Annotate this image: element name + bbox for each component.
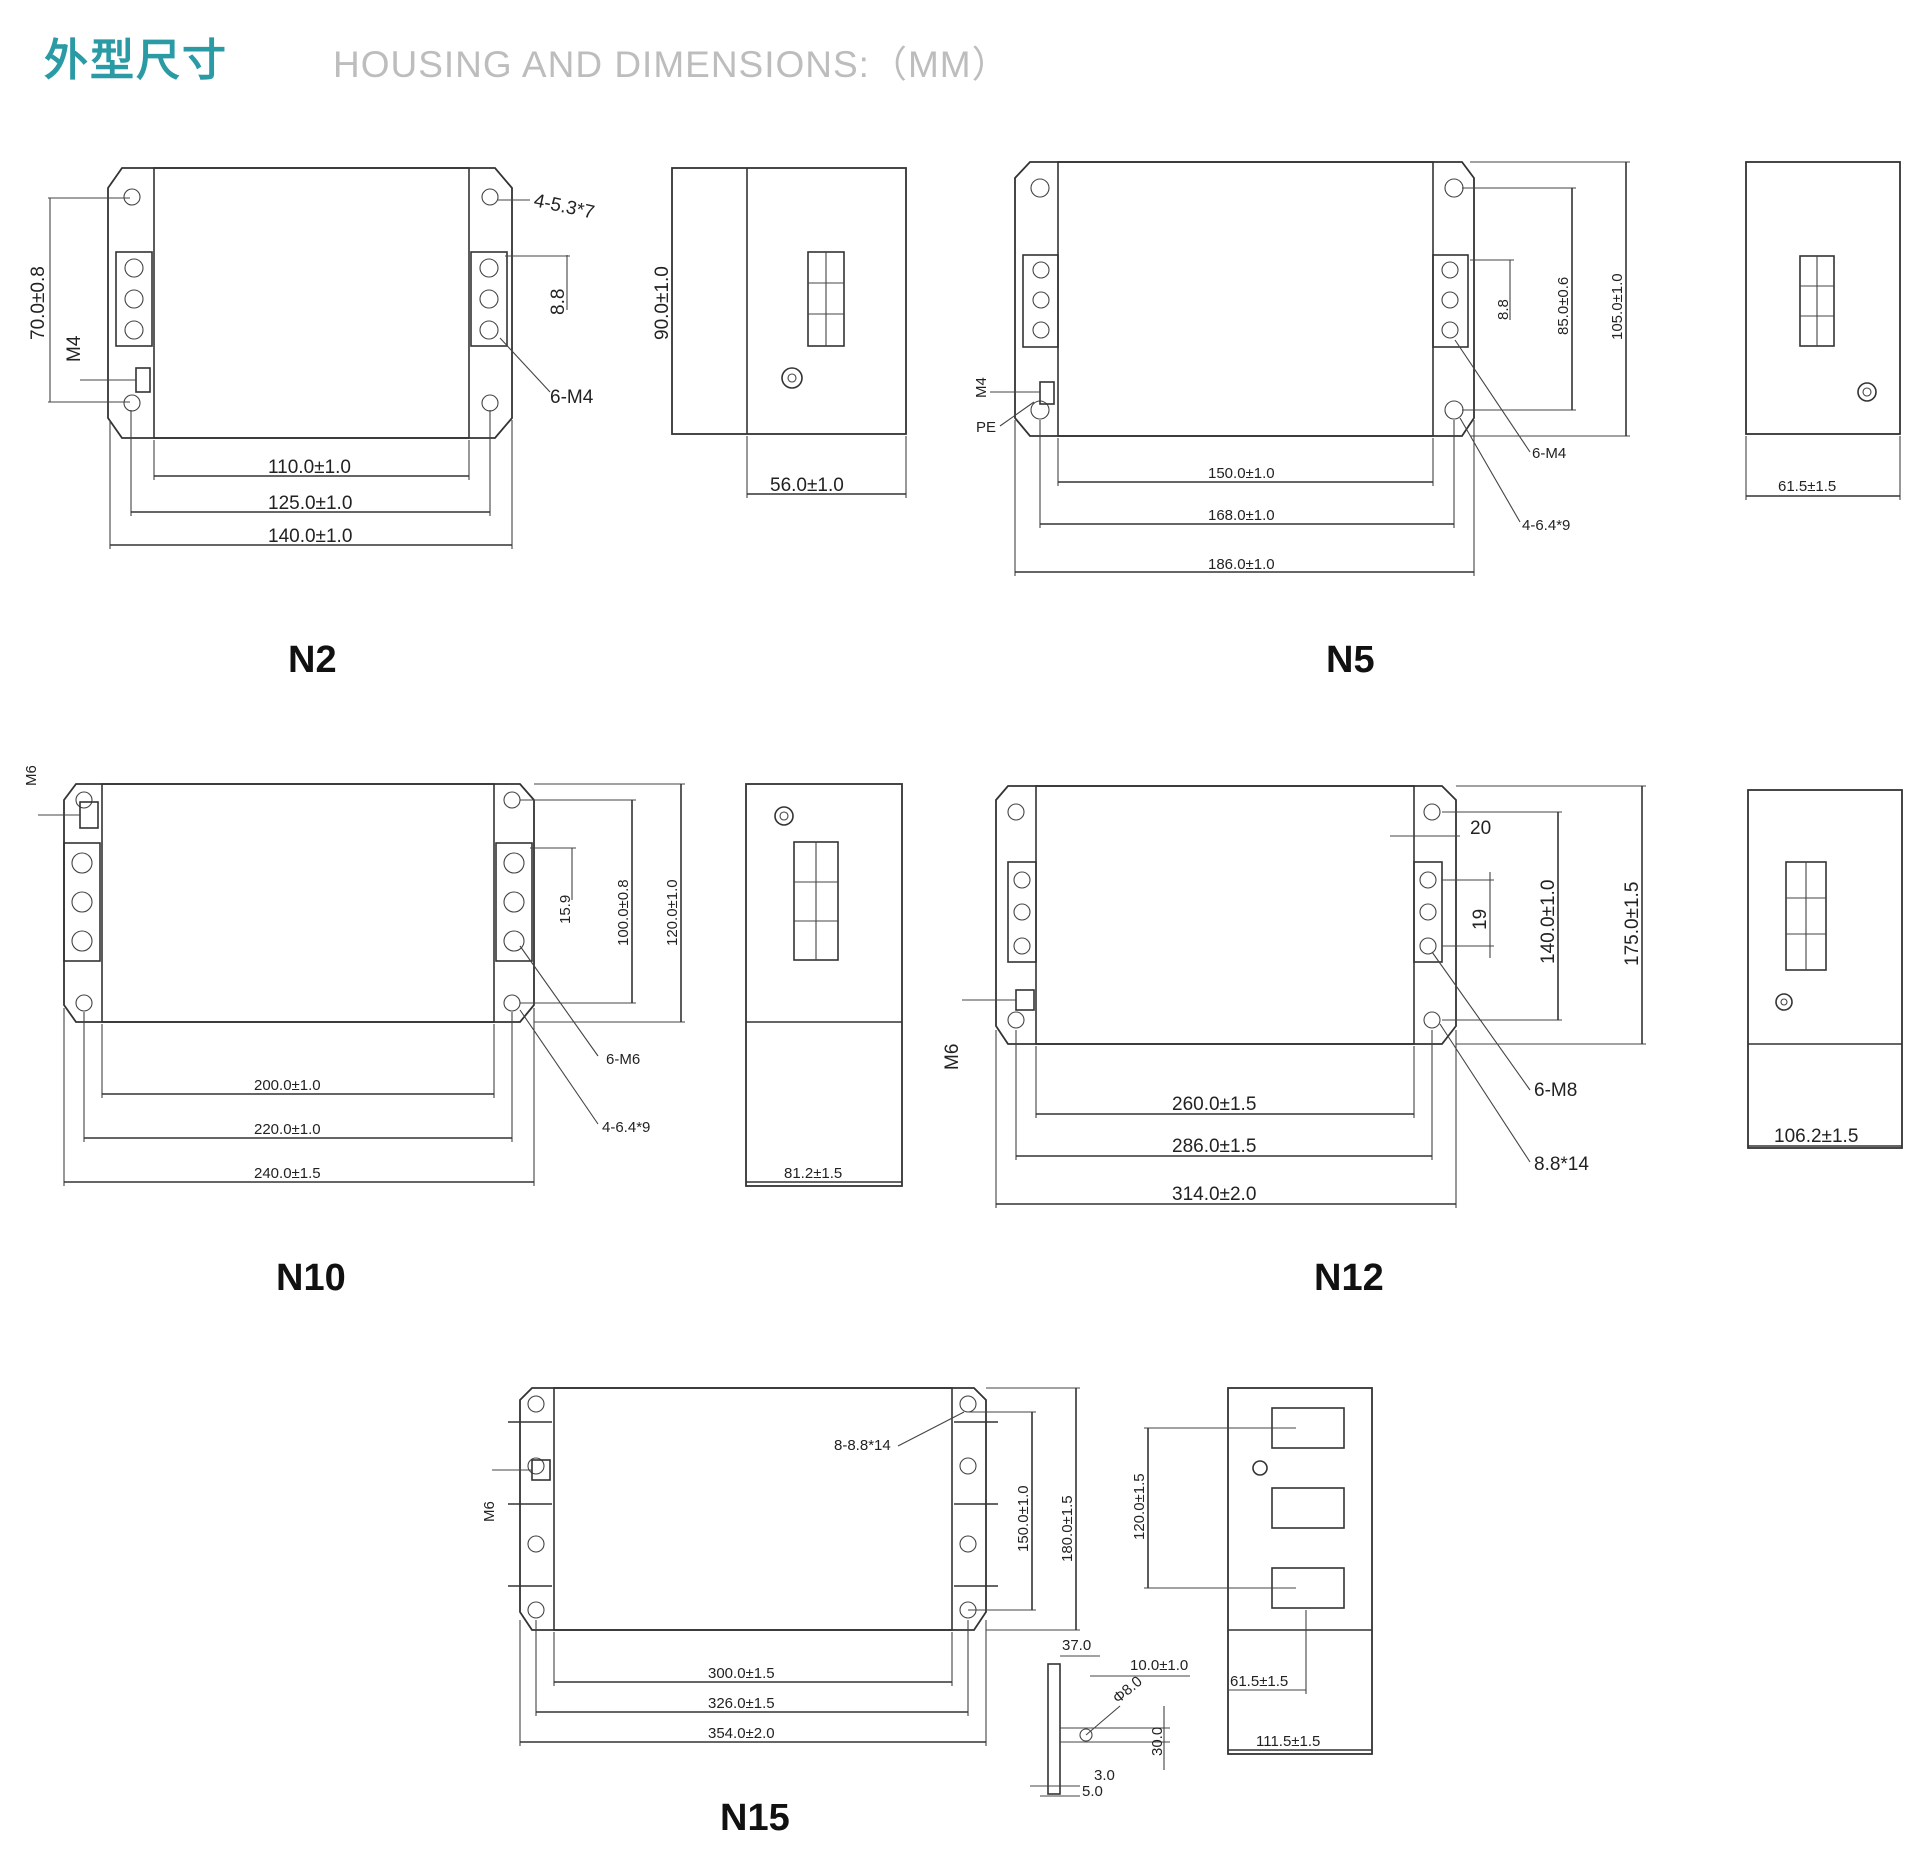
n10-label: N10 bbox=[276, 1257, 346, 1299]
n5-label: N5 bbox=[1326, 639, 1375, 681]
n5-dim-61-5: 61.5±1.5 bbox=[1778, 478, 1836, 495]
n15-dim-phi8: Φ8.0 bbox=[1110, 1673, 1146, 1707]
n15-drawing: 300.0±1.5 326.0±1.5 354.0±2.0 150.0±1.0 … bbox=[481, 1387, 1373, 1839]
n2-dim-125: 125.0±1.0 bbox=[268, 493, 352, 514]
n2-drawing: 110.0±1.0 125.0±1.0 140.0±1.0 70.0±0.8 M… bbox=[28, 167, 907, 681]
n12-dim-175: 175.0±1.5 bbox=[1622, 882, 1643, 966]
n5-dim-holes: 4-6.4*9 bbox=[1522, 517, 1570, 534]
n2-dim-90: 90.0±1.0 bbox=[652, 266, 673, 340]
n15-dim-10: 10.0±1.0 bbox=[1130, 1657, 1188, 1674]
n12-dim-20: 20 bbox=[1470, 818, 1491, 839]
n5-front-view: 150.0±1.0 168.0±1.0 186.0±1.0 85.0±0.6 1… bbox=[973, 161, 1630, 576]
n5-side-view: 61.5±1.5 bbox=[1745, 161, 1901, 500]
n10-dim-m6: M6 bbox=[23, 765, 40, 786]
n10-dim-200: 200.0±1.0 bbox=[254, 1077, 321, 1094]
n15-dim-326: 326.0±1.5 bbox=[708, 1695, 775, 1712]
n15-dim-61-5: 61.5±1.5 bbox=[1230, 1673, 1288, 1690]
n15-dim-180: 180.0±1.5 bbox=[1059, 1495, 1076, 1562]
n12-side-view: 106.2±1.5 bbox=[1747, 789, 1903, 1149]
n15-dim-150: 150.0±1.0 bbox=[1015, 1485, 1032, 1552]
n10-dim-15-9: 15.9 bbox=[557, 895, 574, 924]
n2-label: N2 bbox=[288, 639, 337, 681]
n10-dim-holes: 4-6.4*9 bbox=[602, 1119, 650, 1136]
title-chinese: 外型尺寸 bbox=[44, 35, 228, 86]
n5-dim-pe: PE bbox=[976, 419, 996, 436]
n10-dim-120: 120.0±1.0 bbox=[664, 879, 681, 946]
n12-front-view: 260.0±1.5 286.0±1.5 314.0±2.0 140.0±1.0 … bbox=[942, 785, 1646, 1208]
n10-dim-81-2: 81.2±1.5 bbox=[784, 1165, 842, 1182]
n2-dim-6m4: 6-M4 bbox=[550, 387, 594, 408]
n2-dim-70: 70.0±0.8 bbox=[28, 266, 49, 340]
n15-side-view: 120.0±1.5 61.5±1.5 111.5±1.5 bbox=[1131, 1387, 1373, 1755]
n15-dim-m6: M6 bbox=[481, 1501, 498, 1522]
n5-dim-8-8: 8.8 bbox=[1495, 299, 1512, 320]
n15-dim-111-5: 111.5±1.5 bbox=[1256, 1733, 1320, 1750]
title-english: HOUSING AND DIMENSIONS:（MM） bbox=[333, 44, 1010, 85]
n12-dim-106-2: 106.2±1.5 bbox=[1774, 1126, 1858, 1147]
n15-dim-354: 354.0±2.0 bbox=[708, 1725, 775, 1742]
n15-dim-holes: 8-8.8*14 bbox=[834, 1437, 891, 1454]
n12-drawing: 260.0±1.5 286.0±1.5 314.0±2.0 140.0±1.0 … bbox=[942, 785, 1903, 1299]
n12-dim-286: 286.0±1.5 bbox=[1172, 1136, 1256, 1157]
n5-dim-6m4: 6-M4 bbox=[1532, 445, 1566, 462]
n12-dim-holes: 8.8*14 bbox=[1534, 1154, 1589, 1175]
n10-side-view: 81.2±1.5 bbox=[745, 783, 903, 1187]
n5-dim-85: 85.0±0.6 bbox=[1555, 277, 1572, 335]
n15-dim-120: 120.0±1.5 bbox=[1131, 1473, 1148, 1540]
n2-dim-140: 140.0±1.0 bbox=[268, 526, 352, 547]
n12-label: N12 bbox=[1314, 1257, 1384, 1299]
n10-dim-100: 100.0±0.8 bbox=[615, 879, 632, 946]
n5-dim-m4: M4 bbox=[973, 377, 990, 398]
n15-dim-5: 5.0 bbox=[1082, 1783, 1103, 1800]
n10-front-view: 200.0±1.0 220.0±1.0 240.0±1.5 100.0±0.8 … bbox=[23, 765, 685, 1186]
n2-dim-56: 56.0±1.0 bbox=[770, 475, 844, 496]
n2-dim-holes: 4-5.3*7 bbox=[532, 190, 596, 223]
n2-dim-110: 110.0±1.0 bbox=[268, 457, 351, 478]
n5-dim-105: 105.0±1.0 bbox=[1609, 273, 1626, 340]
n15-dim-37: 37.0 bbox=[1062, 1637, 1091, 1654]
n15-dim-300: 300.0±1.5 bbox=[708, 1665, 775, 1682]
n10-dim-220: 220.0±1.0 bbox=[254, 1121, 321, 1138]
n15-dim-30: 30.0 bbox=[1149, 1727, 1166, 1756]
n10-dim-240: 240.0±1.5 bbox=[254, 1165, 321, 1182]
n12-dim-m6: M6 bbox=[942, 1044, 963, 1070]
n15-label: N15 bbox=[720, 1797, 790, 1839]
n2-side-view: 90.0±1.0 56.0±1.0 bbox=[652, 167, 907, 498]
n2-dim-8-8: 8.8 bbox=[548, 289, 569, 315]
n5-drawing: 150.0±1.0 168.0±1.0 186.0±1.0 85.0±0.6 1… bbox=[973, 161, 1901, 681]
n15-dim-3: 3.0 bbox=[1094, 1767, 1115, 1784]
page-header: 外型尺寸 HOUSING AND DIMENSIONS:（MM） bbox=[0, 0, 1920, 110]
n10-dim-6m6: 6-M6 bbox=[606, 1051, 640, 1068]
n2-front-view: 110.0±1.0 125.0±1.0 140.0±1.0 70.0±0.8 M… bbox=[28, 167, 596, 549]
n12-dim-260: 260.0±1.5 bbox=[1172, 1094, 1256, 1115]
n15-front-view: 300.0±1.5 326.0±1.5 354.0±2.0 150.0±1.0 … bbox=[481, 1387, 1080, 1746]
n5-dim-168: 168.0±1.0 bbox=[1208, 507, 1275, 524]
n15-bracket-detail: 37.0 10.0±1.0 Φ8.0 30.0 3.0 5.0 bbox=[1030, 1637, 1190, 1800]
n5-dim-186: 186.0±1.0 bbox=[1208, 556, 1275, 573]
n5-dim-150: 150.0±1.0 bbox=[1208, 465, 1275, 482]
n2-dim-m4: M4 bbox=[64, 335, 85, 362]
n10-drawing: 200.0±1.0 220.0±1.0 240.0±1.5 100.0±0.8 … bbox=[23, 765, 903, 1299]
n12-dim-314: 314.0±2.0 bbox=[1172, 1184, 1256, 1205]
n12-dim-19: 19 bbox=[1470, 909, 1491, 930]
n12-dim-140: 140.0±1.0 bbox=[1538, 880, 1559, 964]
n12-dim-6m8: 6-M8 bbox=[1534, 1080, 1577, 1101]
